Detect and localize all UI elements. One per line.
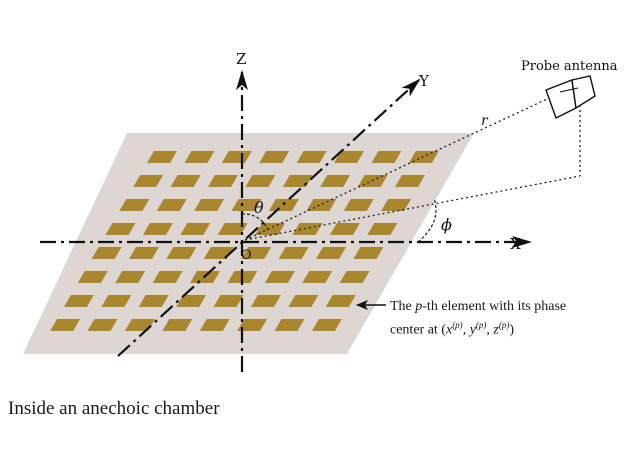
patch-element xyxy=(184,151,215,163)
patch-element xyxy=(147,151,177,163)
patch-element xyxy=(217,223,248,235)
patch-element xyxy=(339,271,370,283)
probe-antenna-icon xyxy=(545,75,596,119)
patch-element xyxy=(353,247,384,259)
z-axis-label: Z xyxy=(236,50,246,68)
patch-element xyxy=(101,295,132,307)
patch-element xyxy=(156,199,187,211)
element-annotation-line-2: center at (x(p), y(p), z(p)) xyxy=(390,316,630,340)
patch-element xyxy=(334,151,364,163)
patch-element xyxy=(105,223,136,235)
patch-element xyxy=(213,295,244,307)
array-ground-plate xyxy=(23,133,474,354)
patch-element xyxy=(129,247,159,259)
patch-element xyxy=(231,199,262,211)
patch-element xyxy=(274,319,305,331)
patch-element xyxy=(302,271,333,283)
patch-element xyxy=(316,247,346,259)
note-text: -th element with its phase xyxy=(422,299,567,314)
figure-caption: Inside an anechoic chamber xyxy=(8,398,220,419)
element-annotation-line-1: The p-th element with its phase xyxy=(390,298,630,316)
patch-element xyxy=(259,151,290,163)
patch-element xyxy=(180,223,211,235)
patch-element xyxy=(245,175,276,187)
patch-element xyxy=(395,175,425,187)
note-superscript: (p) xyxy=(498,320,510,330)
note-superscript: (p) xyxy=(475,320,487,330)
note-text: The xyxy=(390,299,416,314)
patch-element xyxy=(208,175,238,187)
patch-element xyxy=(162,319,193,331)
theta-label: θ xyxy=(254,198,264,217)
patch-element xyxy=(408,151,439,163)
element-annotation: The p-th element with its phase center a… xyxy=(390,298,630,340)
patch-element xyxy=(278,247,309,259)
note-text: ) xyxy=(509,322,515,338)
patch-element xyxy=(142,223,173,235)
patch-element xyxy=(250,295,281,307)
patch-element xyxy=(194,199,225,211)
patch-element xyxy=(371,151,402,163)
note-x-symbol: x xyxy=(445,322,453,338)
patch-element xyxy=(221,151,252,163)
patch-element xyxy=(91,247,122,259)
patch-element xyxy=(176,295,207,307)
patch-element xyxy=(77,271,108,283)
patch-element xyxy=(133,175,164,187)
y-axis xyxy=(117,78,421,357)
y-axis-label: Y xyxy=(418,72,430,90)
note-separator: , xyxy=(486,322,494,338)
patch-element xyxy=(241,247,272,259)
patch-element xyxy=(288,295,319,307)
patch-element xyxy=(320,175,351,187)
projection-ground-line xyxy=(244,175,581,241)
patch-element xyxy=(311,319,342,331)
patch-element xyxy=(343,199,374,211)
patch-element xyxy=(170,175,201,187)
patch-element xyxy=(329,223,360,235)
patch-element xyxy=(119,199,150,211)
patch-element xyxy=(199,319,230,331)
note-p-symbol: p xyxy=(415,299,423,314)
patch-element xyxy=(87,319,118,331)
note-y-symbol: y xyxy=(469,322,476,338)
patch-element xyxy=(152,271,183,283)
patch-element xyxy=(138,295,169,307)
patch-element xyxy=(63,295,94,307)
patch-element xyxy=(166,247,197,259)
patch-element xyxy=(325,295,356,307)
patch-element xyxy=(296,151,327,163)
patch-element xyxy=(367,223,398,235)
theta-arc xyxy=(241,213,269,231)
origin-label: O xyxy=(241,248,252,263)
phi-label: ϕ xyxy=(441,215,452,234)
patch-element xyxy=(237,319,268,331)
phi-arc xyxy=(417,197,437,243)
note-z-symbol: z xyxy=(493,322,499,338)
note-superscript: (p) xyxy=(452,320,463,330)
x-axis-label: X xyxy=(510,235,521,253)
patch-element xyxy=(115,271,146,283)
r-label: r xyxy=(481,113,489,129)
patch-element xyxy=(255,223,286,235)
note-text: center at ( xyxy=(390,322,446,338)
note-separator: , xyxy=(462,322,470,338)
probe-antenna-label: Probe antenna xyxy=(521,59,618,74)
patch-element xyxy=(50,319,81,331)
patch-element xyxy=(264,271,295,283)
patch-element xyxy=(381,199,412,211)
